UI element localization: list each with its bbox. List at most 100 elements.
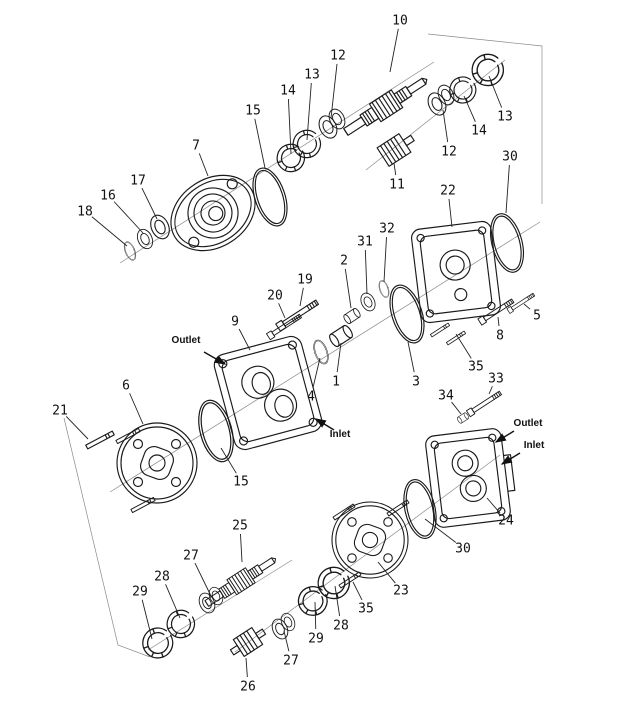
part-flange-plate-6 (115, 422, 198, 514)
callout-13: 13 (304, 68, 320, 83)
callout-31: 31 (357, 235, 373, 250)
leader-line-19 (299, 287, 304, 307)
callout-27: 27 (283, 654, 299, 669)
callout-28: 28 (333, 619, 349, 634)
leader-line-1 (336, 342, 342, 373)
leader-line-34 (451, 401, 462, 415)
leader-line-30 (424, 518, 457, 543)
leader-line-12 (442, 109, 449, 143)
callout-23: 23 (393, 584, 409, 599)
callout-8: 8 (496, 329, 504, 344)
part-flange-plate-23 (331, 499, 410, 589)
callout-22: 22 (440, 184, 456, 199)
port-label-outlet-0: Outlet (172, 335, 202, 346)
part-rear-cover-22 (411, 220, 501, 324)
callout-29: 29 (132, 585, 148, 600)
leader-line-32 (383, 236, 387, 283)
callout-35: 35 (358, 602, 374, 617)
leader-line-24 (486, 497, 501, 514)
leader-line-11 (393, 162, 397, 176)
leader-line-22 (448, 198, 453, 228)
part-gear-housing-9 (213, 335, 323, 451)
callout-35: 35 (468, 360, 484, 375)
callout-15: 15 (245, 104, 261, 119)
leader-line-6 (129, 393, 144, 425)
leader-line-8 (497, 316, 500, 327)
leader-line-29 (314, 601, 317, 630)
callout-21: 21 (52, 404, 68, 419)
leader-line-21 (65, 416, 89, 440)
part-snapring-28-left (162, 605, 199, 643)
leader-line-20 (278, 303, 286, 319)
callout-5: 5 (533, 309, 541, 324)
callout-1: 1 (332, 375, 340, 390)
part-gear-11 (376, 128, 420, 167)
leader-line-28 (334, 585, 341, 617)
part-snapring-28-right (313, 563, 354, 603)
part-oring-4 (310, 337, 332, 367)
part-oring-30-bottom (398, 475, 442, 543)
leader-line-18 (91, 216, 128, 247)
leader-line-28 (165, 584, 181, 619)
leader-line-9 (238, 328, 251, 351)
leader-line-13 (488, 75, 503, 108)
leader-line-33 (488, 386, 493, 395)
port-label-outlet-2: Outlet (514, 418, 544, 429)
leader-line-2 (344, 268, 352, 309)
port-arrow-icon (203, 351, 227, 365)
leader-line-14 (463, 95, 476, 122)
part-snapring-29-left (137, 623, 178, 663)
part-bolt-5 (506, 291, 536, 314)
leader-line-3 (407, 341, 415, 373)
leader-line-26 (245, 657, 248, 678)
callout-29: 29 (308, 632, 324, 647)
callout-9: 9 (231, 315, 239, 330)
callout-10: 10 (392, 14, 408, 29)
port-arrow-icon (494, 430, 515, 443)
leader-line-27 (194, 562, 212, 597)
leader-line-7 (198, 153, 209, 177)
callout-33: 33 (488, 372, 504, 387)
leader-line-30 (505, 164, 510, 214)
part-drive-gear-shaft-10 (339, 70, 434, 142)
part-bolt-8 (477, 297, 516, 326)
leader-line-5 (523, 303, 531, 310)
leader-line-35 (352, 581, 363, 601)
part-washers-12-right (424, 82, 458, 119)
leader-line-13 (306, 82, 312, 141)
callout-32: 32 (379, 222, 395, 237)
part-idler-gear-shaft-25 (201, 550, 281, 612)
callout-17: 17 (130, 174, 146, 189)
part-spacer-2 (342, 306, 362, 326)
callout-11: 11 (389, 178, 405, 193)
callout-12: 12 (441, 145, 457, 160)
leader-line-15 (254, 118, 266, 169)
callout-4: 4 (307, 390, 315, 405)
part-oring-3 (382, 280, 432, 348)
leader-line-10 (389, 28, 399, 73)
callout-14: 14 (471, 124, 487, 139)
callout-25: 25 (232, 519, 248, 534)
callout-24: 24 (498, 514, 514, 529)
callout-18: 18 (77, 205, 93, 220)
leader-line-16 (113, 201, 144, 234)
leader-line-23 (377, 561, 396, 584)
callout-2: 2 (340, 254, 348, 269)
callout-30: 30 (455, 542, 471, 557)
callout-3: 3 (412, 375, 420, 390)
part-front-cover-24 (425, 428, 516, 528)
part-stud-21 (85, 430, 115, 450)
port-label-inlet-1: Inlet (330, 429, 351, 440)
leader-line-14 (287, 98, 292, 155)
callout-28: 28 (154, 570, 170, 585)
part-washer-31 (357, 290, 379, 314)
callout-6: 6 (122, 379, 130, 394)
leader-line-4 (312, 357, 321, 388)
callout-27: 27 (183, 549, 199, 564)
callout-20: 20 (267, 289, 283, 304)
part-seal-32 (376, 278, 392, 300)
part-front-flange-7 (170, 174, 256, 252)
